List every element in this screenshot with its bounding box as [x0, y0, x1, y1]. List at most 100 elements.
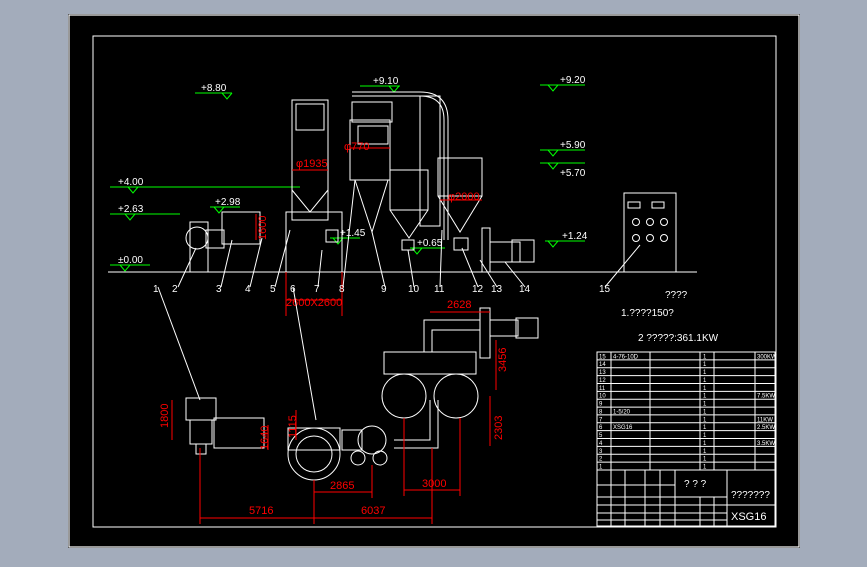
dim-6037: 6037 — [361, 505, 385, 517]
dim-1800: 1800 — [159, 404, 171, 428]
dim-1600: 1600 — [257, 216, 269, 240]
title-cell: ? ? ? — [684, 479, 707, 490]
parts-list-cell: 4 — [599, 441, 603, 447]
part-number: 10 — [408, 284, 420, 295]
notes-line-1: 1.????150? — [621, 308, 674, 319]
parts-list-cell: 3.5KW — [757, 441, 775, 447]
parts-list-cell: 1 — [703, 402, 707, 408]
parts-list-cell: 15 — [599, 354, 606, 360]
part-number: 2 — [172, 284, 178, 295]
elevation-view: +8.80 +9.10 +9.20 +5.90 +5.70 +4.00 +2.9… — [108, 75, 697, 421]
parts-list-cell: 12 — [599, 378, 606, 384]
dim-1115: 1115 — [287, 415, 299, 438]
elevation-920: +9.20 — [560, 75, 586, 86]
elevation-590: +5.90 — [560, 140, 586, 151]
parts-list-cell: 1 — [703, 362, 707, 368]
elevation-400: +4.00 — [118, 177, 144, 188]
dim-1935: φ1935 — [296, 158, 328, 170]
parts-list-cell: 10 — [599, 394, 606, 400]
equipment-elevation — [185, 91, 677, 273]
parts-list-cell: 1 — [703, 354, 707, 360]
elevation-000: ±0.00 — [118, 255, 143, 266]
drawing-name: ??????? — [731, 490, 770, 501]
elevation-570: +5.70 — [560, 168, 586, 179]
parts-list-cell: 8 — [599, 409, 603, 415]
plan-dimensions — [171, 311, 497, 524]
title-block: ? ? ? ??????? XSG16 — [596, 469, 776, 527]
part-number: 1 — [153, 284, 159, 295]
part-number: 9 — [381, 284, 387, 295]
elevation-880: +8.80 — [201, 83, 227, 94]
parts-list-cell: 1 — [703, 441, 707, 447]
parts-list-cell: 1 — [703, 425, 707, 431]
dim-2303: 2303 — [493, 416, 505, 440]
paper-background — [68, 14, 800, 548]
parts-list-cell: 1-5/20 — [613, 409, 631, 415]
parts-list-cell: 7.5KW — [757, 394, 775, 400]
parts-list-cell: 1 — [703, 449, 707, 455]
parts-list-cell: 14 — [599, 362, 606, 368]
part-number: 5 — [270, 284, 276, 295]
inner-frame — [92, 35, 777, 528]
part-number: 12 — [472, 284, 484, 295]
dim-2628: 2628 — [447, 299, 471, 311]
dim-3456: 3456 — [497, 348, 509, 372]
elevation-065: +0.65 — [417, 238, 443, 249]
parts-list-cell: 11 — [599, 386, 606, 392]
outer-frame — [68, 14, 800, 548]
parts-list-cell: 7 — [599, 417, 603, 423]
part-number: 8 — [339, 284, 345, 295]
dim-2600: 2600X2600 — [286, 297, 342, 309]
dim-3000: 3000 — [422, 478, 446, 490]
parts-list-cell: XSG16 — [613, 425, 633, 431]
drawing-code: XSG16 — [731, 511, 766, 523]
part-number: 14 — [519, 284, 531, 295]
part-number: 13 — [491, 284, 503, 295]
dim-2865: 2865 — [330, 480, 354, 492]
elevation-lines — [110, 84, 585, 272]
notes-heading: ???? — [665, 290, 688, 301]
parts-list-cell: 1 — [703, 465, 707, 471]
dim-5716: 5716 — [249, 505, 273, 517]
parts-list-cell: 9 — [599, 402, 603, 408]
parts-list-cell: 13 — [599, 370, 606, 376]
part-numbers: 1 2 3 4 5 6 7 8 9 10 11 12 13 14 15 — [153, 284, 611, 295]
plan-view: 5716 6037 2865 3000 2628 3456 2303 1800 … — [159, 299, 539, 524]
parts-list-cell: 1 — [703, 370, 707, 376]
parts-list-cell: 1 — [703, 394, 707, 400]
parts-list-cell: 3 — [599, 449, 603, 455]
parts-list-cell: 6 — [599, 425, 603, 431]
dim-2000: φ2000 — [448, 191, 480, 203]
part-number: 11 — [434, 284, 445, 295]
technical-notes: ???? 1.????150? 2 ?????:361.1KW — [621, 290, 719, 344]
parts-list-cell: 1 — [703, 378, 707, 384]
parts-list-cell: 1 — [703, 457, 707, 463]
part-number: 7 — [314, 284, 320, 295]
elevation-263: +2.63 — [118, 204, 144, 215]
parts-list-cell: 4-76-10D — [613, 354, 639, 360]
elevation-910: +9.10 — [373, 76, 399, 87]
parts-list-grid — [596, 351, 776, 470]
parts-list-cell: 1 — [703, 433, 707, 439]
part-number: 15 — [599, 284, 611, 295]
parts-list-cell: 1 — [599, 465, 603, 471]
parts-list-cell: 2.5KW — [757, 425, 775, 431]
part-leaders — [157, 179, 641, 421]
part-number: 4 — [245, 284, 251, 295]
notes-line-2: 2 ?????:361.1KW — [638, 333, 719, 344]
parts-list-cell: 1 — [703, 417, 707, 423]
parts-list-cell: 300KW — [757, 354, 777, 360]
parts-list-cell: 11KW — [757, 417, 773, 423]
parts-list-cell: 1 — [703, 409, 707, 415]
elevation-124: +1.24 — [562, 231, 588, 242]
elevation-145: +1.45 — [340, 228, 366, 239]
dim-770: φ770 — [344, 141, 370, 153]
part-number: 6 — [290, 284, 296, 295]
parts-list-cell: 5 — [599, 433, 603, 439]
equipment-plan — [185, 307, 539, 481]
dim-1640: 1640 — [259, 426, 271, 450]
